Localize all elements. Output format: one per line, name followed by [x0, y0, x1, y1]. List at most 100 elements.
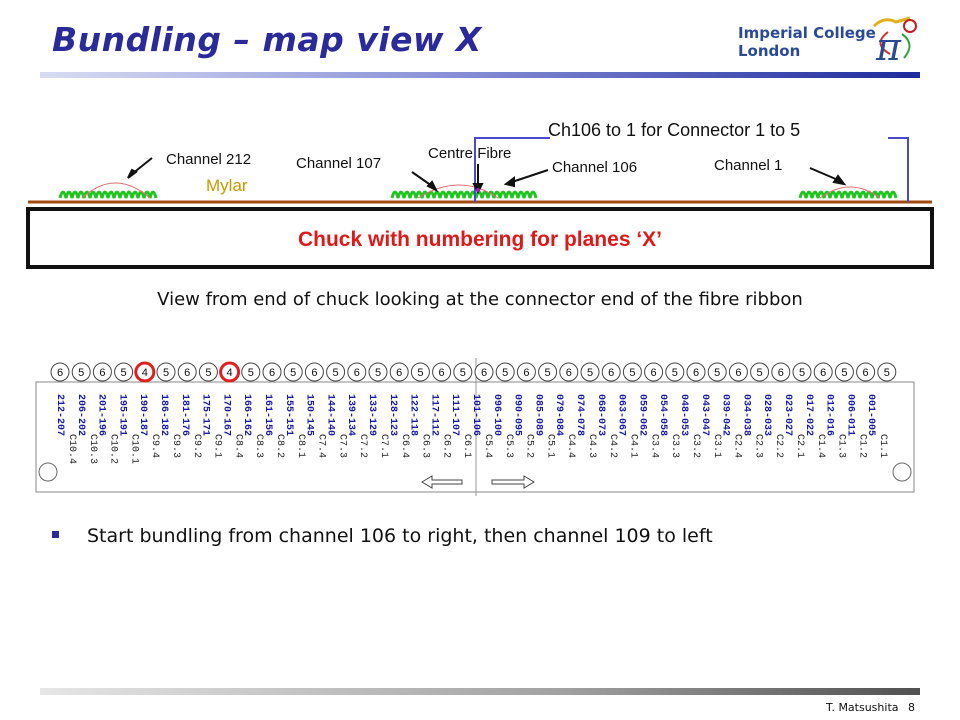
- pin-circle: 5: [580, 362, 600, 382]
- pin-label: 6: [693, 367, 699, 379]
- pin-label: 5: [78, 367, 84, 379]
- centre-fibre-dot: [476, 188, 480, 192]
- pin-label: 6: [439, 367, 445, 379]
- connector-code-label: C2.3: [752, 434, 763, 458]
- pin-label: 6: [57, 367, 63, 379]
- pin-label: 5: [375, 367, 381, 379]
- channel-range-label: 170-167: [220, 394, 231, 436]
- chuck-box: [26, 207, 934, 269]
- channel-range-label: 155-151: [283, 394, 294, 436]
- pin-circle: 5: [410, 362, 430, 382]
- connector-code-label: C7.4: [316, 434, 327, 458]
- connector-code-label: C3.1: [711, 434, 722, 458]
- pin-circle: 6: [262, 362, 282, 382]
- connector-code-label: C1.1: [877, 434, 888, 458]
- pin-label: 5: [799, 367, 805, 379]
- pin-label: 6: [608, 367, 614, 379]
- channel-range-label: 133-129: [366, 394, 377, 436]
- connector-code-label: C7.3: [336, 434, 347, 458]
- pin-circle: 5: [453, 362, 473, 382]
- pin-circle: 6: [50, 362, 70, 382]
- pin-label: 6: [863, 367, 869, 379]
- pin-label: 5: [163, 367, 169, 379]
- channel-range-label: 101-106: [470, 394, 481, 436]
- pin-circle: 6: [644, 362, 664, 382]
- connector-code-label: C2.2: [773, 434, 784, 458]
- channel-range-label: 111-107: [449, 394, 460, 436]
- label-centre-fibre: Centre Fibre: [428, 145, 511, 162]
- pin-circle: 5: [368, 362, 388, 382]
- channel-range-label: 090-095: [512, 394, 523, 436]
- pin-circle: 6: [177, 362, 197, 382]
- connector-code-label: C5.2: [524, 434, 535, 458]
- pin-circle: 5: [792, 362, 812, 382]
- connector-code-label: C6.3: [420, 434, 431, 458]
- channel-range-label: 012-016: [824, 394, 835, 436]
- fibre-bumps: [58, 190, 898, 199]
- channel-range-label: 028-033: [761, 394, 772, 436]
- channel-range-label: 034-038: [740, 394, 751, 436]
- connector-code-label: C1.4: [815, 434, 826, 458]
- pin-circle: 6: [856, 362, 876, 382]
- title-underline: [40, 72, 920, 78]
- pin-circle: 5: [283, 362, 303, 382]
- pin-label: 6: [735, 367, 741, 379]
- connector-code-label: C1.2: [856, 434, 867, 458]
- label-channel-107: Channel 107: [296, 155, 381, 172]
- pin-circle: 4: [219, 361, 241, 383]
- pin-circle: 5: [241, 362, 261, 382]
- channel-range-label: 054-058: [657, 394, 668, 436]
- connector-code-label: C10.4: [66, 434, 77, 464]
- pi-nu-logo-icon: π: [872, 16, 917, 69]
- pin-label: 5: [290, 367, 296, 379]
- logo-line1: Imperial College: [738, 24, 876, 42]
- pin-circle: 6: [347, 362, 367, 382]
- pin-label: 6: [311, 367, 317, 379]
- pin-label: 5: [545, 367, 551, 379]
- pin-circle: 6: [432, 362, 452, 382]
- pin-label: 5: [757, 367, 763, 379]
- pin-circle: 5: [198, 362, 218, 382]
- connector-code-label: C6.4: [399, 434, 410, 458]
- pin-circle: 5: [156, 362, 176, 382]
- page-number: 8: [908, 701, 915, 714]
- channel-range-label: 201-196: [96, 394, 107, 436]
- channel-range-label: 085-089: [532, 394, 543, 436]
- bullet-item: Start bundling from channel 106 to right…: [52, 525, 713, 547]
- left-arrow-icon: [421, 475, 463, 489]
- label-channel-1: Channel 1: [714, 157, 782, 174]
- channel-range-label: 139-134: [345, 394, 356, 436]
- pin-label: 6: [566, 367, 572, 379]
- channel-range-label: 096-100: [491, 394, 502, 436]
- logo-text: Imperial College London: [738, 24, 876, 60]
- channel-range-label: 161-156: [262, 394, 273, 436]
- mylar-arc-centre: [417, 184, 499, 199]
- connector-code-label: C8.4: [232, 434, 243, 458]
- channel-range-label: 190-187: [137, 394, 148, 436]
- connector-code-label: C4.4: [565, 434, 576, 458]
- connector-code-label: C3.2: [690, 434, 701, 458]
- pin-circle: 5: [707, 362, 727, 382]
- connector-code-label: C8.3: [253, 434, 264, 458]
- connector-code-label: C7.1: [378, 434, 389, 458]
- pin-label: 5: [460, 367, 466, 379]
- channel-range-label: 068-073: [595, 394, 606, 436]
- pin-circle: 6: [728, 362, 748, 382]
- connector-code-label: C6.1: [461, 434, 472, 458]
- channel-range-label: 039-042: [720, 394, 731, 436]
- connector-code-label: C2.4: [732, 434, 743, 458]
- pin-label: 5: [121, 367, 127, 379]
- pin-label: 5: [333, 367, 339, 379]
- pin-circle: 6: [92, 362, 112, 382]
- pin-circle: 5: [665, 362, 685, 382]
- connector-code-label: C9.2: [191, 434, 202, 458]
- mount-hole-left: [38, 462, 58, 482]
- mount-hole-right: [892, 462, 912, 482]
- footer-bar: [40, 688, 920, 695]
- channel-range-label: 128-123: [387, 394, 398, 436]
- chuck-diagram: Channel 212 Mylar Channel 107 Centre Fib…: [26, 120, 934, 269]
- connector-code-label: C6.2: [440, 434, 451, 458]
- svg-text:π: π: [875, 25, 902, 69]
